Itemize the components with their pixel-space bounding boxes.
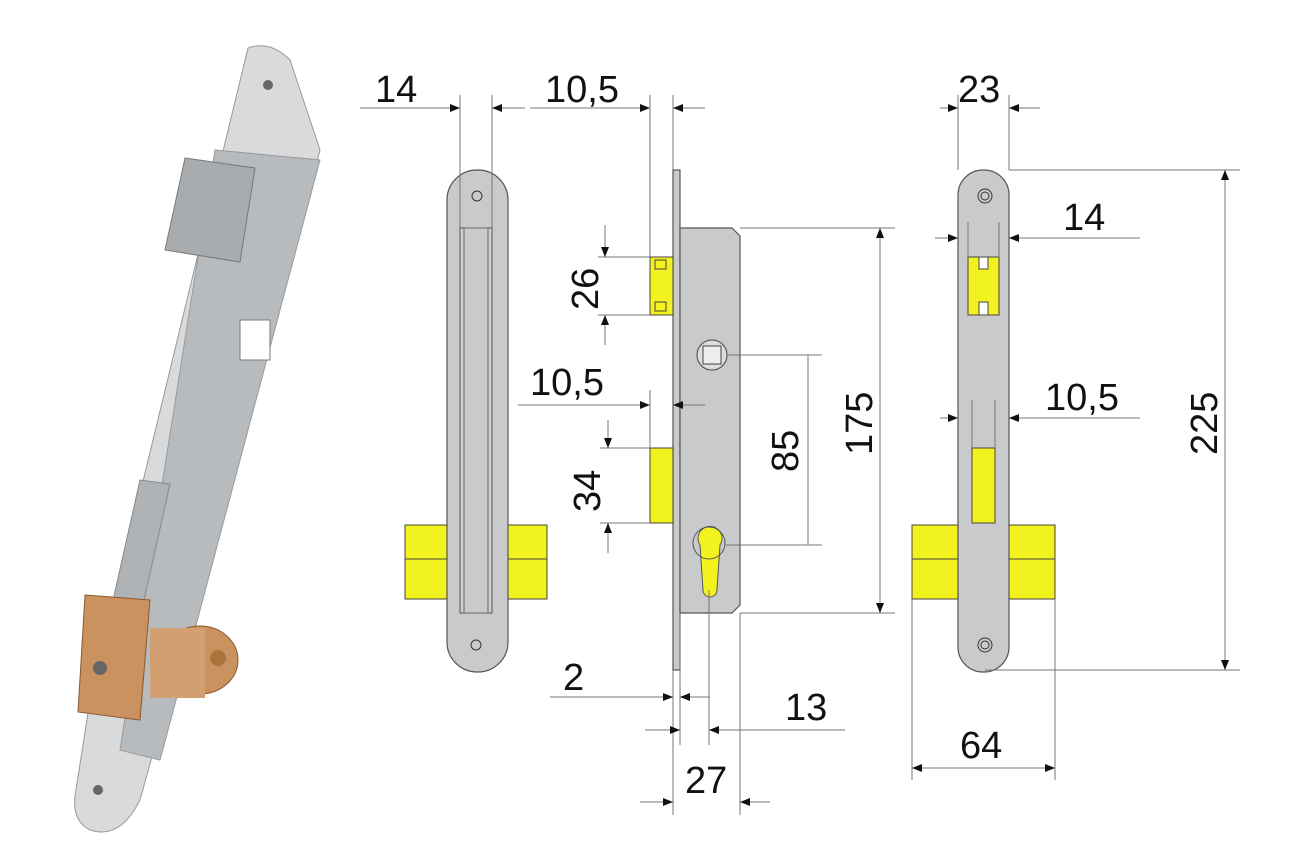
dim-front-width: 14 xyxy=(375,69,417,111)
dim-latch-offset-top: 10,5 xyxy=(545,69,619,111)
dim-deadbolt-offset: 10,5 xyxy=(530,362,604,404)
cylinder-photo xyxy=(77,594,151,721)
front-view-left xyxy=(404,169,548,673)
dim-deadbolt-height: 34 xyxy=(567,470,609,512)
dim-case-height: 175 xyxy=(839,392,881,455)
dim-plate-height: 225 xyxy=(1184,392,1226,455)
dim-backset: 27 xyxy=(685,760,727,802)
dim-center-distance: 85 xyxy=(765,430,807,472)
latch-photo xyxy=(164,157,256,263)
dimension-lines xyxy=(360,95,1240,815)
dim-cylinder-offset: 13 xyxy=(785,687,827,729)
dim-plate-thickness: 2 xyxy=(563,657,584,699)
dim-latch-height: 26 xyxy=(565,268,607,310)
front-view-right xyxy=(911,169,1056,673)
dim-deadbolt-width: 10,5 xyxy=(1045,377,1119,419)
side-view xyxy=(649,169,741,671)
dim-cylinder-length: 64 xyxy=(960,725,1002,767)
lock-photo xyxy=(74,45,321,833)
dim-latch-width: 14 xyxy=(1063,197,1105,239)
dim-plate-width: 23 xyxy=(958,69,1000,111)
